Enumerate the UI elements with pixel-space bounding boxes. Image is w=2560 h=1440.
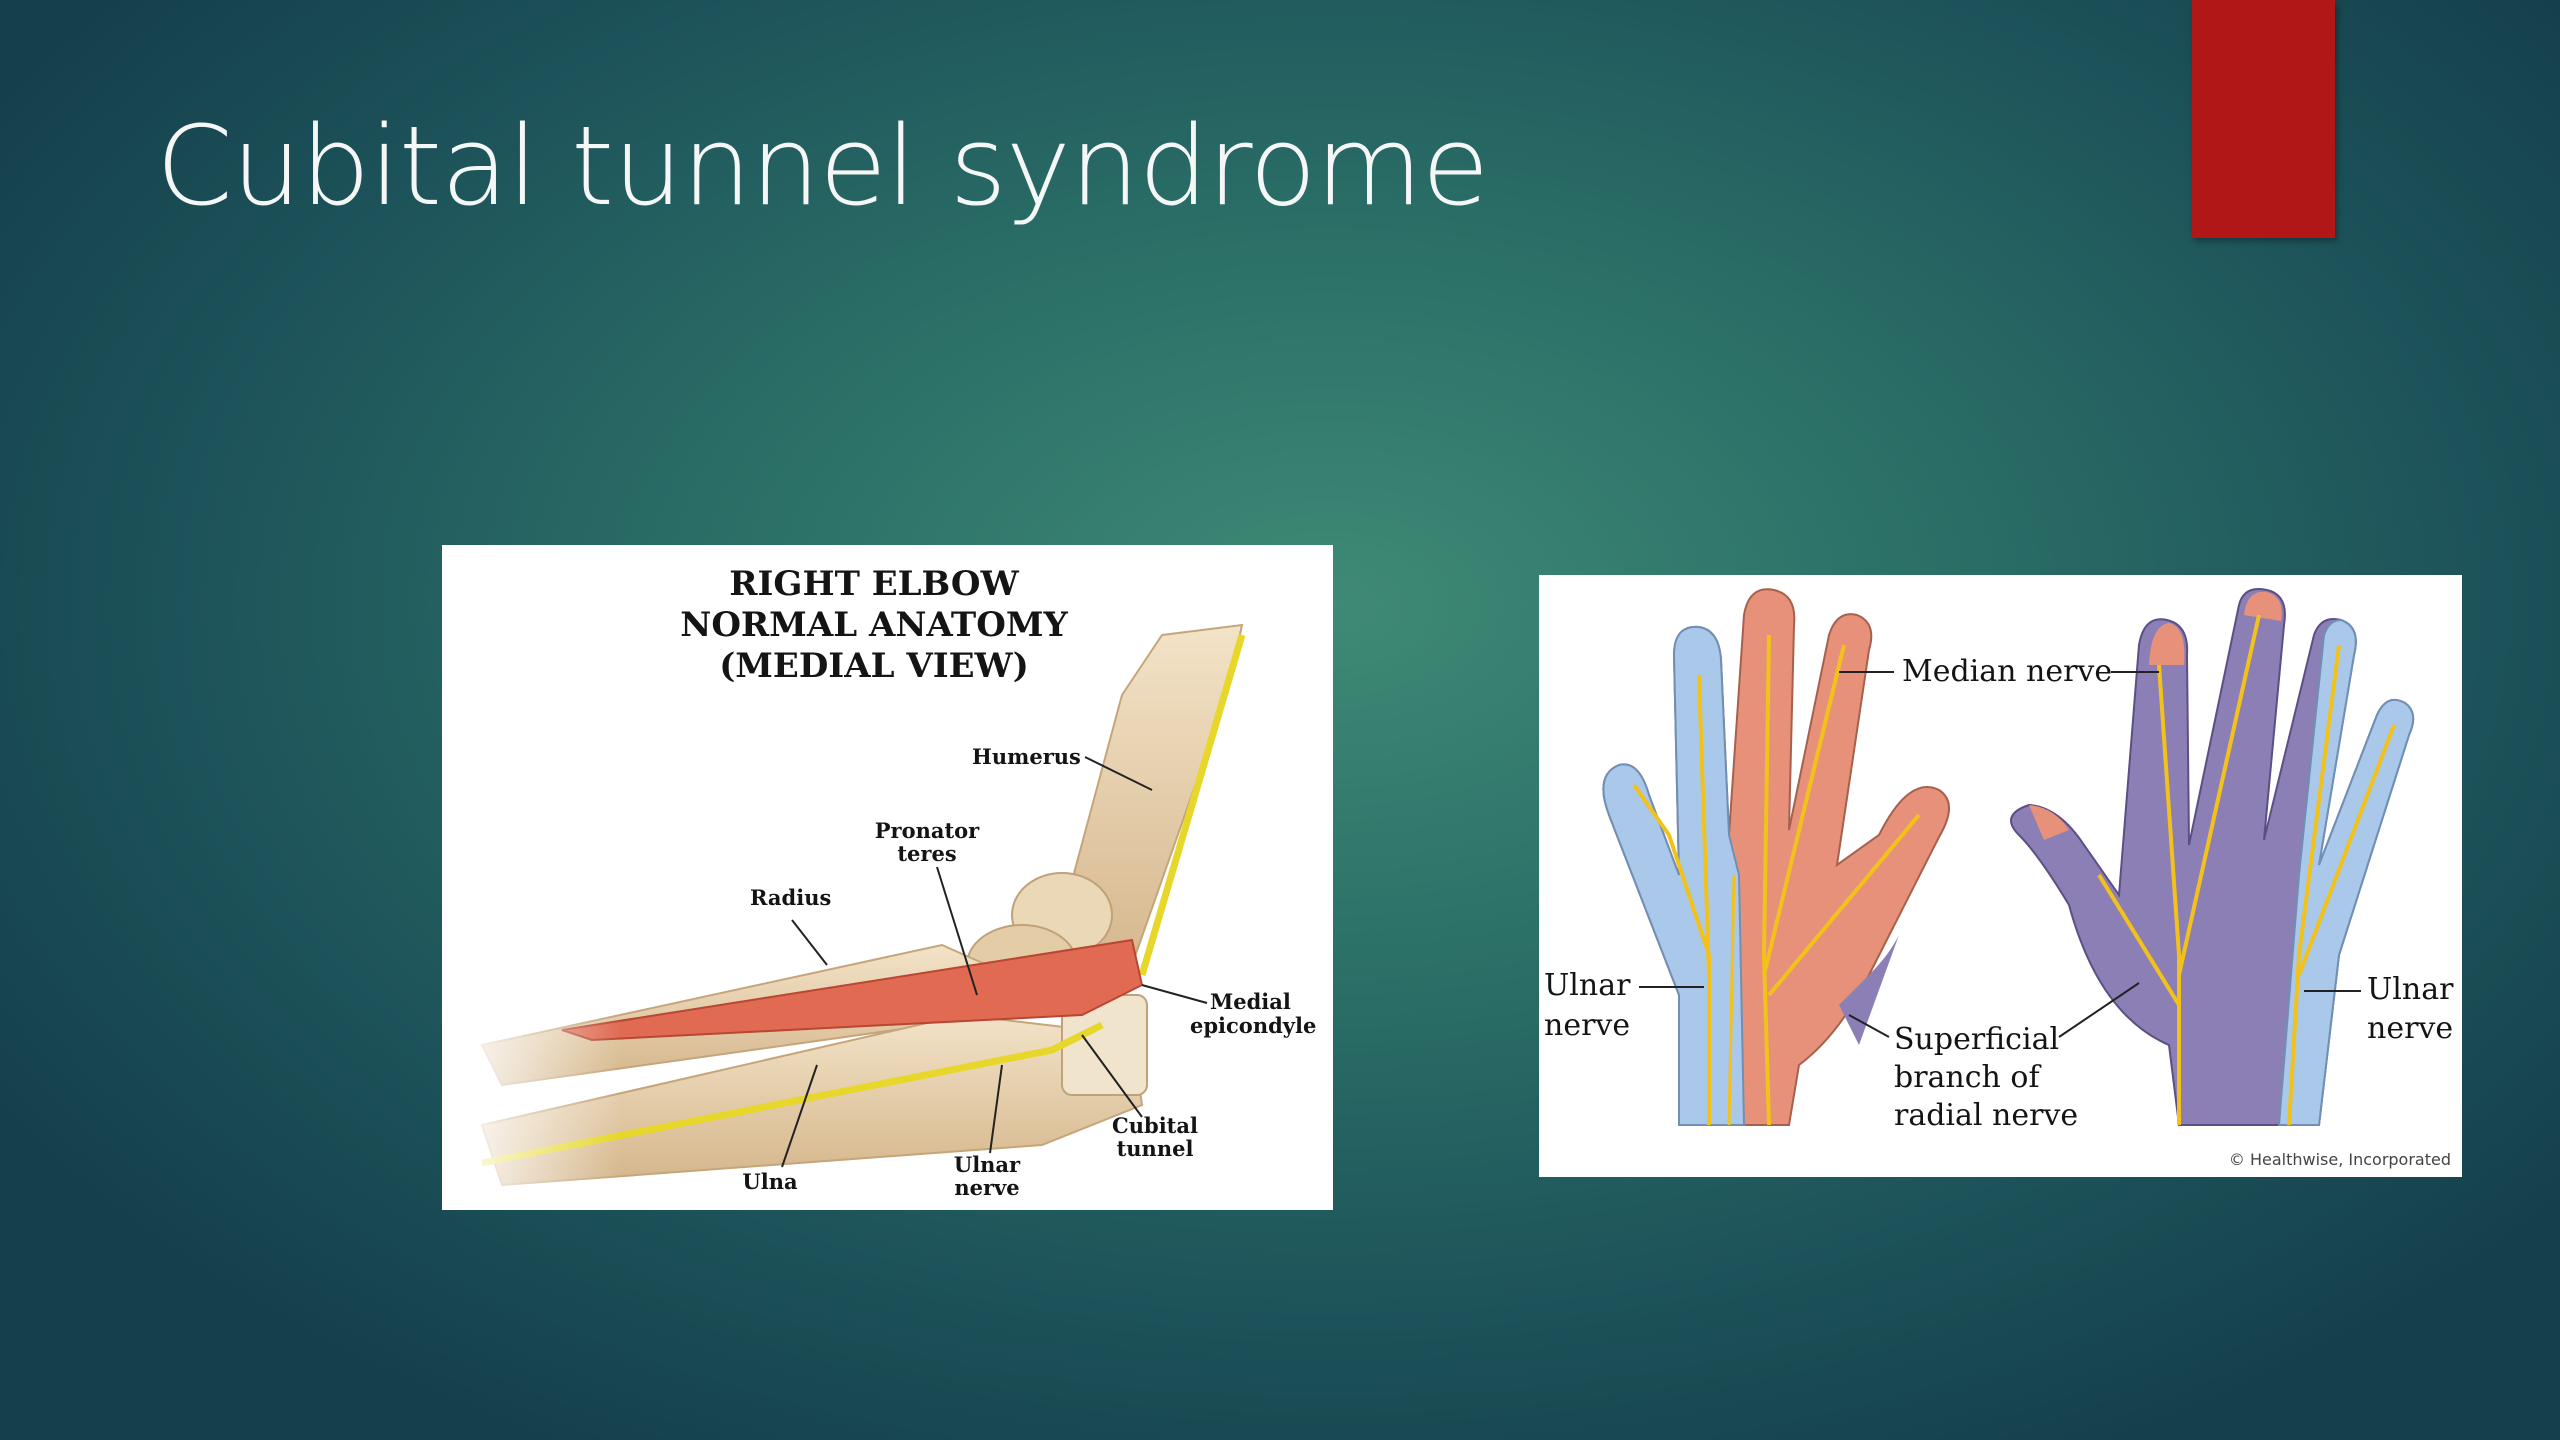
elbow-heading-line-2: NORMAL ANATOMY xyxy=(680,605,1068,645)
label-cubital-tunnel-1: Cubital xyxy=(1112,1113,1198,1138)
label-superficial-radial-2: branch of xyxy=(1894,1060,2041,1095)
label-median-nerve: Median nerve xyxy=(1902,654,2112,689)
label-humerus: Humerus xyxy=(972,744,1081,769)
label-pronator-teres-1: Pronator xyxy=(875,818,980,843)
label-ulnar-nerve-1: Ulnar xyxy=(954,1152,1021,1177)
label-medial-epicondyle-1: Medial xyxy=(1210,989,1291,1014)
label-medial-epicondyle-2: epicondyle xyxy=(1190,1013,1316,1038)
label-ulnar-nerve-left-2: nerve xyxy=(1544,1008,1630,1043)
left-hand-palm xyxy=(1602,588,1950,1126)
label-radius: Radius xyxy=(750,885,831,910)
accent-bar xyxy=(2192,0,2335,238)
label-ulna: Ulna xyxy=(742,1169,798,1194)
label-ulnar-nerve-right-2: nerve xyxy=(2367,1011,2453,1046)
elbow-heading-line-3: (MEDIAL VIEW) xyxy=(719,646,1029,686)
label-cubital-tunnel-2: tunnel xyxy=(1117,1136,1194,1161)
label-superficial-radial-3: radial nerve xyxy=(1894,1098,2078,1133)
label-ulnar-nerve-right-1: Ulnar xyxy=(2367,972,2454,1007)
slide-title: Cubital tunnel syndrome xyxy=(156,102,1489,230)
elbow-anatomy-image: RIGHT ELBOW NORMAL ANATOMY (MEDIAL VIEW)… xyxy=(442,545,1333,1210)
ulnar-nerve-lower xyxy=(481,1021,1104,1167)
label-ulnar-nerve-2: nerve xyxy=(954,1175,1019,1200)
image-credit: © Healthwise, Incorporated xyxy=(2229,1150,2451,1169)
label-ulnar-nerve-left-1: Ulnar xyxy=(1544,968,1631,1003)
elbow-heading-line-1: RIGHT ELBOW xyxy=(729,564,1019,604)
label-superficial-radial-1: Superficial xyxy=(1894,1022,2059,1057)
hand-nerve-image: Median nerve Ulnar nerve Superficial bra… xyxy=(1539,575,2462,1177)
ulnar-nerve-upper xyxy=(1138,634,1246,976)
label-pronator-teres-2: teres xyxy=(897,841,956,866)
